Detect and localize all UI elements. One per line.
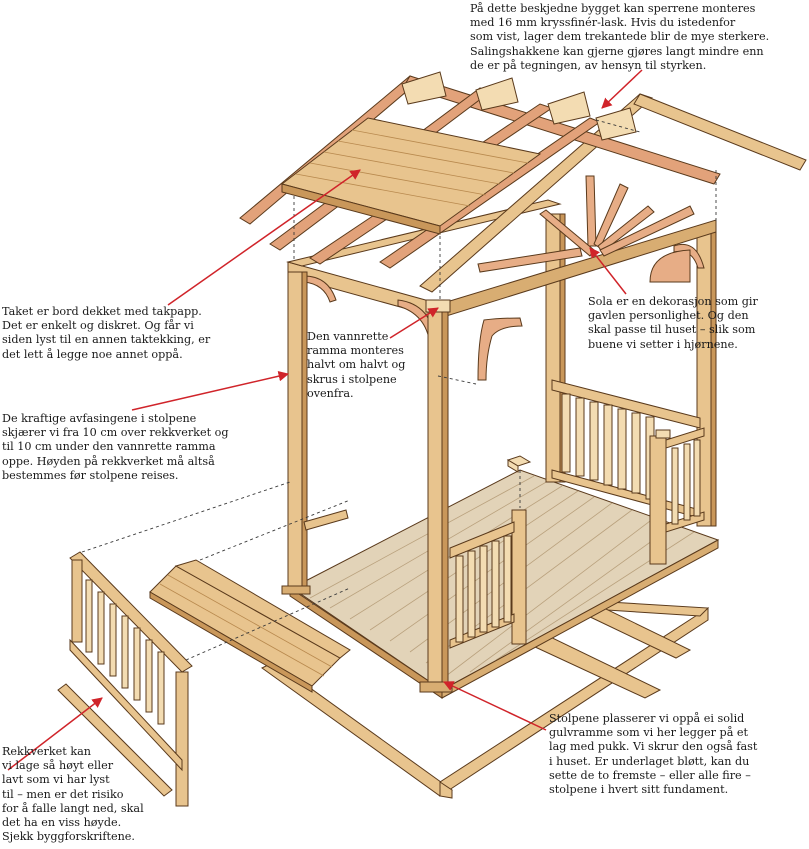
annotation-line: Stolpene plasserer vi oppå ei solid bbox=[549, 712, 745, 725]
post-cap bbox=[506, 455, 532, 473]
arrow-railing bbox=[7, 697, 103, 771]
exploded-floor-boards bbox=[149, 509, 351, 693]
annotation-line: som vist, lager dem trekantede blir de m… bbox=[470, 30, 770, 44]
annotation-line: stolpene i hvert sitt fundament. bbox=[549, 783, 729, 797]
annotation-line: oppe. Høyden på rekkverket må altså bbox=[2, 454, 215, 468]
annotation-line: skrus i stolpene bbox=[307, 372, 397, 386]
dashed-guides bbox=[81, 119, 717, 661]
arrow-frame bbox=[389, 307, 439, 339]
arrow-posts bbox=[131, 371, 290, 411]
annotation-line: det ha en viss høyde. bbox=[2, 816, 122, 830]
railing-annotation: Rekkverket kan vi lage så høyt eller lav… bbox=[2, 745, 144, 844]
annotation-line: De kraftige avfasingene i stolpene bbox=[2, 412, 197, 425]
annotation-line: Rekkverket kan bbox=[2, 745, 91, 758]
annotation-line: Den vannrette bbox=[307, 330, 389, 343]
annotation-line: for å falle langt ned, skal bbox=[2, 801, 144, 815]
annotation-line: På dette beskjedne bygget kan sperrene m… bbox=[470, 2, 756, 15]
arrow-rafters bbox=[601, 69, 643, 109]
annotation-line: Sjekk byggforskriftene. bbox=[2, 830, 135, 844]
annotation-line: med 16 mm kryssfinér-lask. Hvis du isted… bbox=[470, 16, 736, 30]
arrow-base bbox=[443, 681, 547, 731]
annotation-line: gulvramme som vi her legger på et bbox=[549, 726, 749, 740]
annotation-line: Salingshakkene kan gjerne gjøres langt m… bbox=[470, 44, 764, 58]
annotation-line: bestemmes før stolpene reises. bbox=[2, 468, 179, 482]
annotation-line: skjærer vi fra 10 cm over rekkverket og bbox=[2, 426, 229, 440]
annotation-line: til – men er det risiko bbox=[2, 787, 124, 801]
rafters-annotation: På dette beskjedne bygget kan sperrene m… bbox=[470, 2, 769, 73]
annotation-line: i huset. Er underlaget bløtt, kan du bbox=[549, 754, 750, 768]
sun-decoration bbox=[477, 175, 695, 283]
annotation-line: siden lyst til en annen taktekking, er bbox=[2, 333, 211, 347]
base-annotation: Stolpene plasserer vi oppå ei solid gulv… bbox=[549, 712, 757, 797]
posts-annotation: De kraftige avfasingene i stolpene skjær… bbox=[2, 412, 229, 483]
annotation-line: Det er enkelt og diskret. Og får vi bbox=[2, 319, 194, 333]
annotation-line: Sola er en dekorasjon som gir bbox=[588, 295, 758, 308]
annotation-line: ovenfra. bbox=[307, 386, 354, 400]
annotation-line: vi lage så høyt eller bbox=[2, 759, 114, 773]
annotation-line: halvt om halvt og bbox=[307, 358, 406, 372]
annotation-line: buene vi setter i hjørnene. bbox=[588, 337, 738, 351]
frame-annotation: Den vannrette ramma monteres halvt om ha… bbox=[307, 330, 405, 401]
annotation-line: lavt som vi har lyst bbox=[2, 773, 110, 787]
annotation-line: til 10 cm under den vannrette ramma bbox=[2, 440, 216, 454]
annotation-line: ramma monteres bbox=[307, 344, 404, 358]
arrow-sun bbox=[589, 247, 627, 295]
right-railing bbox=[649, 427, 705, 565]
annotation-line: lag med pukk. Vi skrur den også fast bbox=[549, 740, 758, 754]
annotation-line: sette de to fremste – eller alle fire – bbox=[549, 768, 751, 782]
roof-annotation: Taket er bord dekket med takpapp. Det er… bbox=[2, 305, 210, 362]
arrow-roof bbox=[167, 169, 361, 306]
sun-annotation: Sola er en dekorasjon som gir gavlen per… bbox=[588, 295, 758, 352]
exploded-railing bbox=[57, 551, 193, 807]
front-left-post bbox=[281, 271, 311, 595]
front-railing bbox=[449, 509, 527, 649]
annotation-arrows bbox=[7, 69, 643, 771]
annotation-line: de er på tegningen, av hensyn til styrke… bbox=[470, 58, 707, 72]
annotation-line: skal passe til huset – slik som bbox=[588, 323, 756, 337]
annotation-line: Taket er bord dekket med takpapp. bbox=[2, 305, 202, 318]
annotation-line: det lett å legge noe annet oppå. bbox=[2, 347, 183, 361]
annotation-line: gavlen personlighet. Og den bbox=[588, 309, 749, 323]
